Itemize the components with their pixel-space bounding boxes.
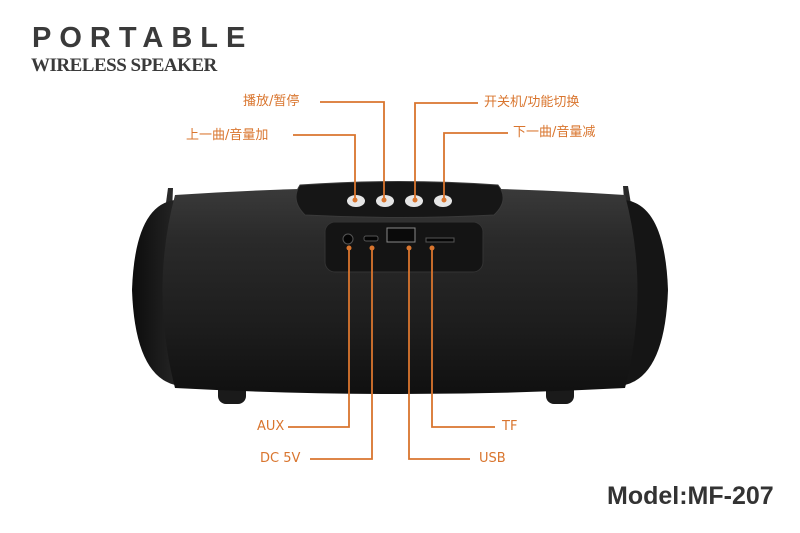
label-prev-vol-up: 上一曲/音量加: [186, 128, 269, 143]
label-play-pause: 播放/暂停: [243, 94, 300, 109]
label-aux: AUX: [257, 419, 285, 434]
label-tf: TF: [502, 419, 518, 434]
label-power-mode: 开关机/功能切换: [484, 95, 580, 110]
product-subtitle: WIRELESS SPEAKER: [31, 55, 217, 76]
product-title: PORTABLE: [32, 22, 254, 54]
label-dc: DC 5V: [260, 451, 301, 466]
label-next-vol-down: 下一曲/音量减: [513, 125, 596, 140]
port-panel: [324, 221, 484, 273]
tf-slot: [425, 237, 455, 243]
label-usb: USB: [479, 451, 506, 466]
aux-port: [342, 233, 354, 245]
speaker-body: [162, 187, 638, 394]
dc-port: [363, 235, 379, 242]
callout-lines: [288, 101, 508, 460]
usb-port: [386, 227, 416, 243]
control-panel: [295, 181, 504, 218]
model-number: Model:MF-207: [607, 482, 774, 510]
